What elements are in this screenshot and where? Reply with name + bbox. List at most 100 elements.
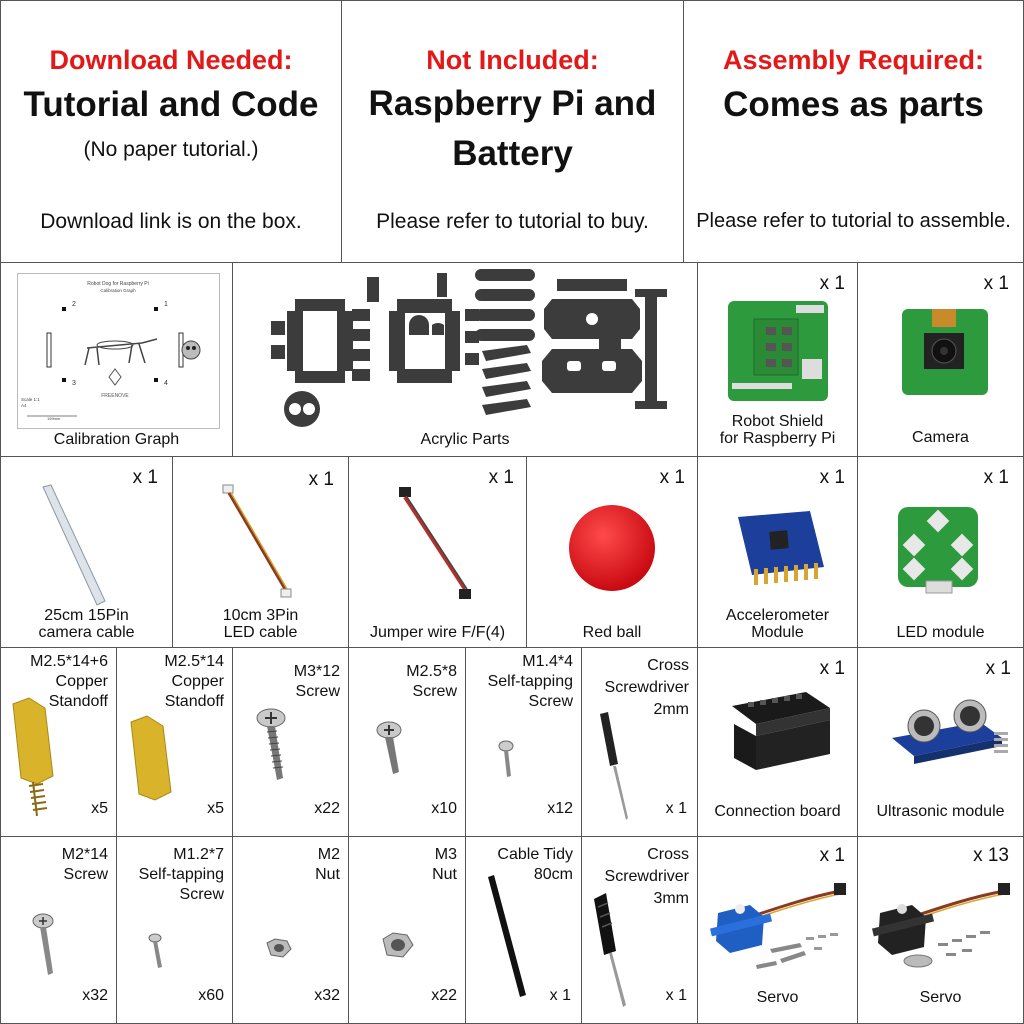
marker-3: 3 bbox=[72, 380, 76, 387]
item-servo-black: x 13 Servo bbox=[857, 836, 1024, 1024]
qty-jumper-wire: x 1 bbox=[488, 467, 514, 488]
qty-m2-14: x32 bbox=[82, 987, 108, 1004]
qty-m3-nut: x22 bbox=[431, 987, 457, 1004]
qty-cable-tidy: x 1 bbox=[549, 987, 571, 1004]
note-download-link: Download link is on the box. bbox=[40, 210, 302, 233]
camera-cable-image bbox=[42, 484, 106, 606]
info-not-included: Not Included: Raspberry Pi and Battery P… bbox=[341, 0, 684, 263]
m2-5-8-screw-image bbox=[376, 721, 402, 774]
label-screwdriver-3mm-1: Cross bbox=[647, 846, 689, 863]
item-m3-12-screw: M3*12 Screw x22 bbox=[232, 647, 349, 837]
label-m3-nut-2: Nut bbox=[432, 866, 457, 883]
qty-led-module: x 1 bbox=[983, 467, 1009, 488]
sheet-size: A4 bbox=[21, 403, 27, 408]
qty-led-cable: x 1 bbox=[308, 469, 334, 490]
label-cable-tidy-1: Cable Tidy bbox=[497, 846, 573, 863]
ultrasonic-module-image bbox=[892, 699, 1008, 764]
marker-4: 4 bbox=[164, 380, 168, 387]
title-raspberry-line1: Raspberry Pi and bbox=[368, 84, 657, 123]
item-m1-4-4-screw: M1.4*4 Self-tapping Screw x12 bbox=[465, 647, 582, 837]
sheet-subtitle: Calibration Graph bbox=[100, 288, 136, 293]
sheet-scale: Scale 1:1 bbox=[21, 397, 40, 402]
qty-servo-blue: x 1 bbox=[819, 845, 845, 866]
sheet-title: Robot Dog for Raspberry Pi bbox=[87, 281, 148, 287]
servo-blue-image bbox=[710, 883, 846, 969]
label-m1-4-4-3: Screw bbox=[528, 693, 573, 710]
screwdriver-2mm-image bbox=[600, 712, 628, 820]
label-screwdriver-2mm-3: 2mm bbox=[653, 701, 689, 718]
red-ball-image bbox=[569, 505, 655, 591]
label-m2-14-2: Screw bbox=[63, 866, 108, 883]
label-accelerometer-1: Accelerometer bbox=[725, 607, 830, 624]
item-screwdriver-3mm: Cross Screwdriver 3mm x 1 bbox=[581, 836, 698, 1024]
label-cable-tidy-2: 80cm bbox=[533, 866, 573, 883]
label-m2-5-8-1: M2.5*8 bbox=[406, 663, 457, 680]
qty-standoff-14: x5 bbox=[207, 800, 224, 817]
label-m1-4-4-2: Self-tapping bbox=[487, 673, 573, 690]
item-camera: x 1 Camera bbox=[857, 262, 1024, 457]
label-m2-nut-2: Nut bbox=[315, 866, 340, 883]
label-screwdriver-2mm-2: Screwdriver bbox=[604, 679, 689, 696]
item-m2-14-screw: M2*14 Screw x32 bbox=[0, 836, 117, 1024]
qty-m1-2-7: x60 bbox=[198, 987, 224, 1004]
sheet-dim: 199mm bbox=[47, 416, 61, 421]
item-connection-board: x 1 Connection board bbox=[697, 647, 858, 837]
label-standoff-14-3: Standoff bbox=[164, 693, 224, 710]
label-m3-12-1: M3*12 bbox=[293, 663, 340, 680]
accelerometer-image bbox=[738, 511, 824, 585]
label-m2-5-8-2: Screw bbox=[412, 683, 457, 700]
standoff-long-image bbox=[12, 697, 54, 817]
label-standoff-14-2: Copper bbox=[171, 673, 224, 690]
title-tutorial-code: Tutorial and Code bbox=[23, 85, 319, 124]
note-refer-buy: Please refer to tutorial to buy. bbox=[376, 210, 649, 233]
qty-screwdriver-3mm: x 1 bbox=[665, 987, 687, 1004]
jumper-wire-image bbox=[399, 487, 471, 599]
title-raspberry-line2: Battery bbox=[452, 134, 573, 173]
qty-accelerometer: x 1 bbox=[819, 467, 845, 488]
marker-1: 1 bbox=[164, 301, 168, 308]
item-led-module: x 1 LED module bbox=[857, 456, 1024, 648]
m2-nut-image bbox=[266, 938, 292, 958]
m3-12-screw-image bbox=[256, 708, 286, 780]
label-standoff-14-6-2: Copper bbox=[55, 673, 108, 690]
m1-2-7-screw-image bbox=[148, 933, 162, 968]
qty-robot-shield: x 1 bbox=[819, 273, 845, 294]
label-led-cable-1: 10cm 3Pin bbox=[222, 607, 299, 624]
item-cable-tidy: Cable Tidy 80cm x 1 bbox=[465, 836, 582, 1024]
item-m2-nut: M2 Nut x32 bbox=[232, 836, 349, 1024]
item-camera-cable: x 1 25cm 15Pin camera cable bbox=[0, 456, 173, 648]
item-m2-5-8-screw: M2.5*8 Screw x10 bbox=[348, 647, 466, 837]
label-m1-2-7-2: Self-tapping bbox=[138, 866, 224, 883]
label-accelerometer-2: Module bbox=[751, 624, 804, 641]
qty-m3-12: x22 bbox=[314, 800, 340, 817]
label-servo-black: Servo bbox=[919, 989, 962, 1006]
acrylic-parts-image bbox=[271, 269, 667, 427]
screwdriver-3mm-image bbox=[594, 893, 626, 1007]
note-refer-assemble: Please refer to tutorial to assemble. bbox=[696, 210, 1011, 232]
label-m3-nut-1: M3 bbox=[434, 846, 457, 863]
label-m1-2-7-1: M1.2*7 bbox=[173, 846, 224, 863]
label-standoff-14-6-1: M2.5*14+6 bbox=[30, 653, 108, 670]
item-jumper-wire: x 1 Jumper wire F/F(4) bbox=[348, 456, 527, 648]
label-red-ball: Red ball bbox=[582, 624, 642, 641]
label-standoff-14-6-3: Standoff bbox=[48, 693, 108, 710]
label-m1-4-4-1: M1.4*4 bbox=[522, 653, 573, 670]
heading-download: Download Needed: bbox=[49, 45, 293, 75]
label-robot-shield-2: for Raspberry Pi bbox=[719, 430, 836, 447]
item-acrylic-parts: Acrylic Parts bbox=[232, 262, 698, 457]
label-ultrasonic: Ultrasonic module bbox=[876, 803, 1005, 820]
qty-m2-5-8: x10 bbox=[431, 800, 457, 817]
cable-tidy-image bbox=[488, 875, 526, 997]
item-m1-2-7-screw: M1.2*7 Self-tapping Screw x60 bbox=[116, 836, 233, 1024]
item-standoff-14-6: M2.5*14+6 Copper Standoff x5 bbox=[0, 647, 117, 837]
info-download-needed: Download Needed: Tutorial and Code (No p… bbox=[0, 0, 342, 263]
label-screwdriver-3mm-3: 3mm bbox=[653, 890, 689, 907]
label-m1-2-7-3: Screw bbox=[179, 886, 224, 903]
label-acrylic-parts: Acrylic Parts bbox=[420, 431, 510, 448]
label-camera-cable-1: 25cm 15Pin bbox=[44, 607, 129, 624]
item-screwdriver-2mm: Cross Screwdriver 2mm x 1 bbox=[581, 647, 698, 837]
item-ultrasonic-module: x 1 Ultrasonic module bbox=[857, 647, 1024, 837]
label-jumper-wire: Jumper wire F/F(4) bbox=[369, 624, 506, 641]
subtitle-no-paper: (No paper tutorial.) bbox=[83, 138, 259, 161]
marker-2: 2 bbox=[72, 301, 76, 308]
